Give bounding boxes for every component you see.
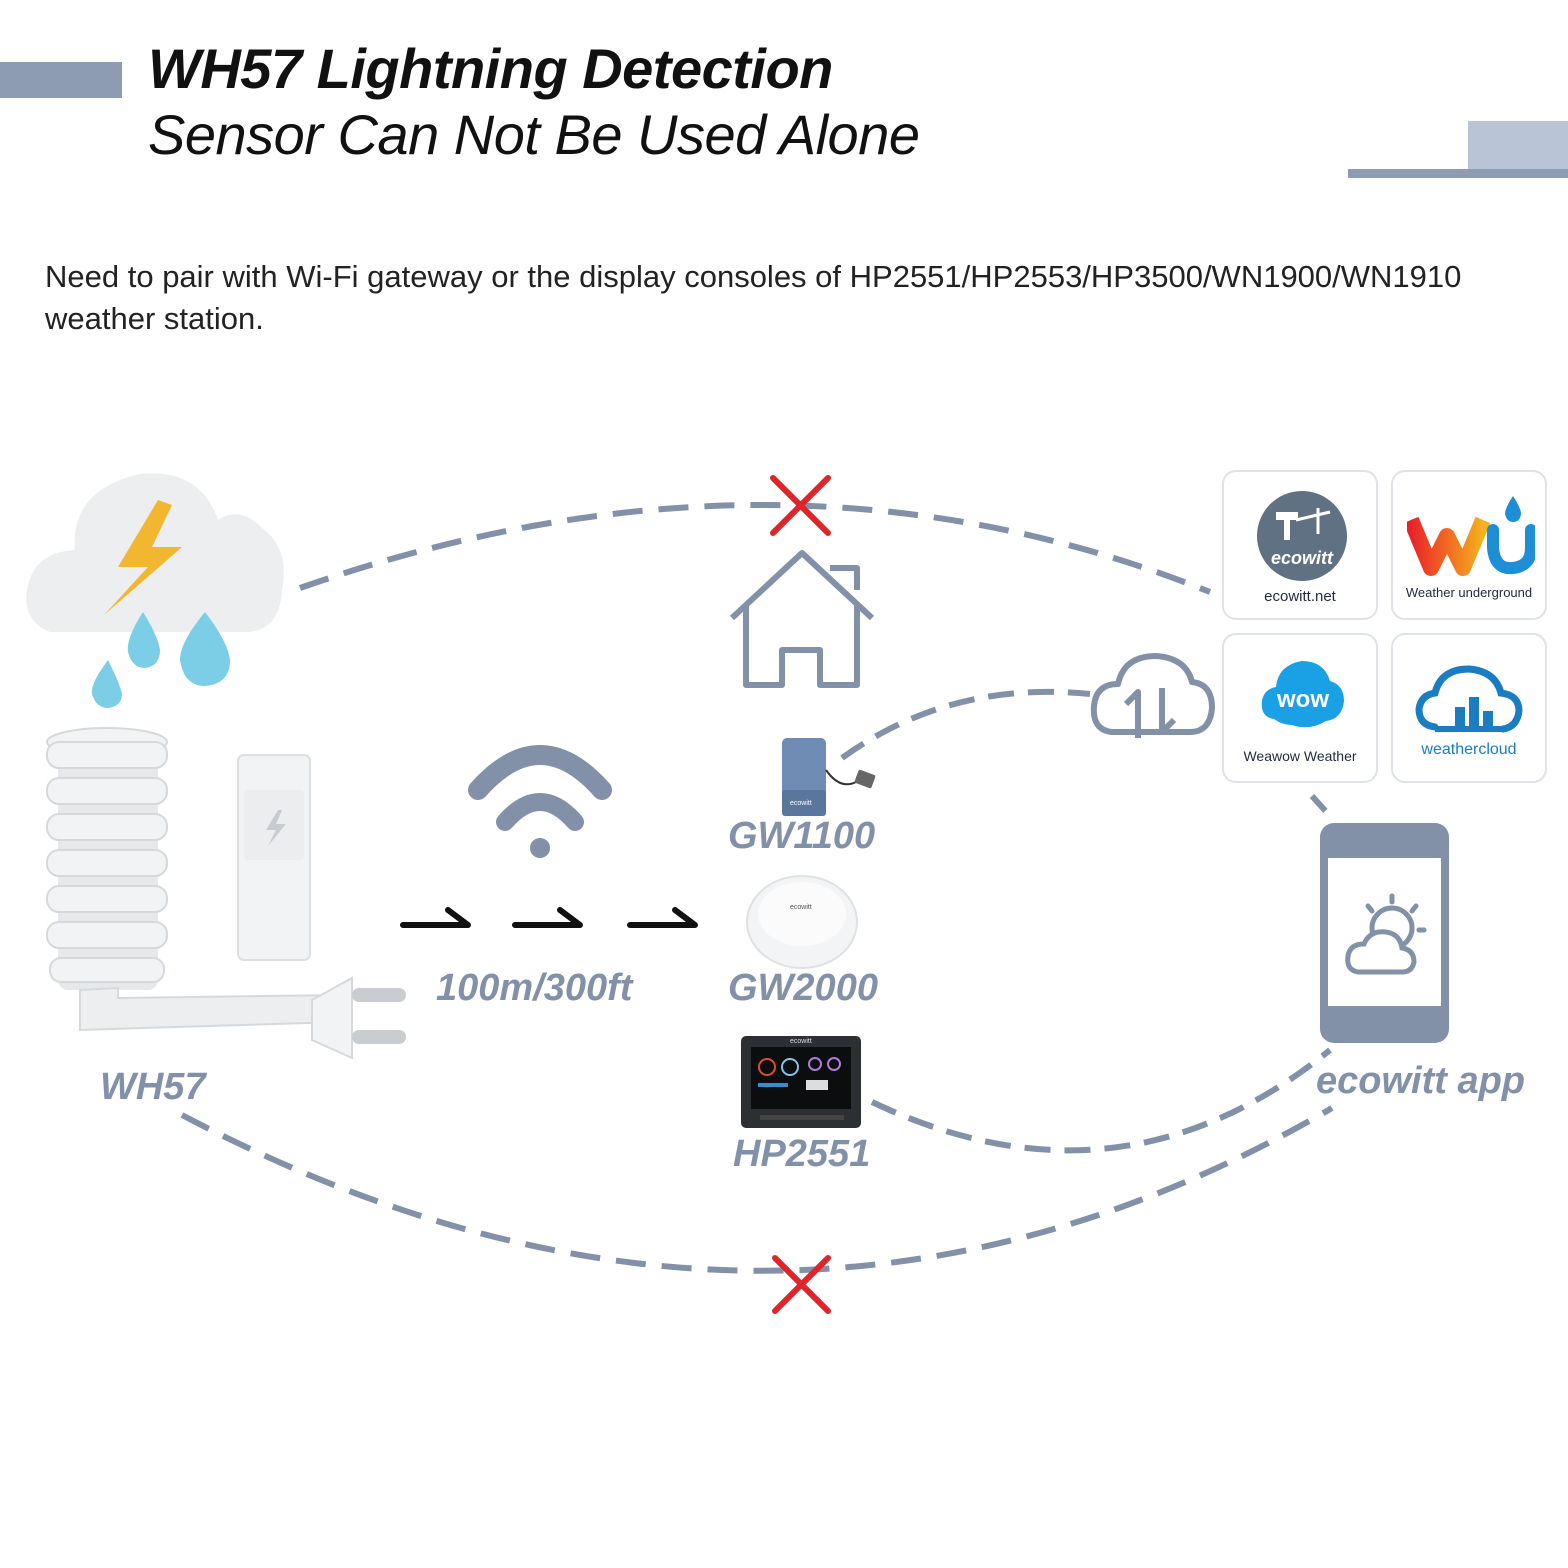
title-line-2: Sensor Can Not Be Used Alone [148,103,920,166]
sensor-label: WH57 [100,1066,206,1108]
cloud-sync-icon [1090,653,1215,738]
gw1100-label: GW1100 [728,815,876,857]
service-card-weawow[interactable]: wow Weawow Weather [1222,633,1378,783]
hp2551-label: HP2551 [733,1133,871,1175]
service-card-weathercloud[interactable]: weathercloud [1391,633,1547,783]
cards-phone-dashed-path [1309,793,1333,819]
service-name: Weawow Weather [1243,748,1357,764]
wunderground-logo-icon [1407,496,1535,576]
app-label: ecowitt app [1316,1060,1526,1102]
house-icon [729,550,875,688]
bottom-dashed-path [180,1105,1334,1274]
svg-text:wow: wow [1276,686,1329,713]
service-card-weather-underground[interactable]: Weather underground [1391,470,1547,620]
gw1100-device-image [782,738,876,816]
storm-cloud-icon [26,473,284,708]
gw1100-brand: ecowitt [790,800,812,807]
accent-bar-right-block [1468,121,1568,169]
lightning-sensor-image [237,754,311,961]
top-dashed-path [299,502,1212,595]
cross-icon [772,1255,831,1314]
console-app-dashed-path [870,1047,1332,1154]
hp2551-console-image [741,1036,861,1128]
gw2000-brand: ecowitt [790,904,812,911]
accent-bar-right-line [1348,169,1568,178]
accent-bar-left [0,62,122,98]
description: Need to pair with Wi-Fi gateway or the d… [45,259,1462,336]
service-card-ecowitt[interactable]: ecowitt ecowitt.net [1222,470,1378,620]
gw2000-label: GW2000 [728,967,878,1009]
radiation-shield-image [46,727,406,1060]
range-label: 100m/300ft [436,967,633,1009]
service-name: Weather underground [1405,585,1533,600]
arrow-icon [627,907,698,928]
arrow-icon [400,907,471,928]
gw2000-device-image [746,875,858,969]
wifi-icon [468,745,612,858]
svg-text:ecowitt: ecowitt [1271,548,1334,568]
hp2551-brand: ecowitt [790,1038,812,1045]
cross-icon [770,475,831,536]
weathercloud-logo-icon [1415,665,1523,733]
weather-app-icon [1345,893,1427,975]
title-line-1: WH57 Lightning Detection [148,37,833,100]
weawow-logo-icon: wow [1261,661,1344,728]
service-name: ecowitt.net [1264,588,1336,605]
gateway-cloud-dashed-path [840,688,1091,761]
arrow-icon [512,907,583,928]
service-name: weathercloud [1421,741,1517,758]
ecowitt-logo-icon: ecowitt [1257,491,1347,581]
